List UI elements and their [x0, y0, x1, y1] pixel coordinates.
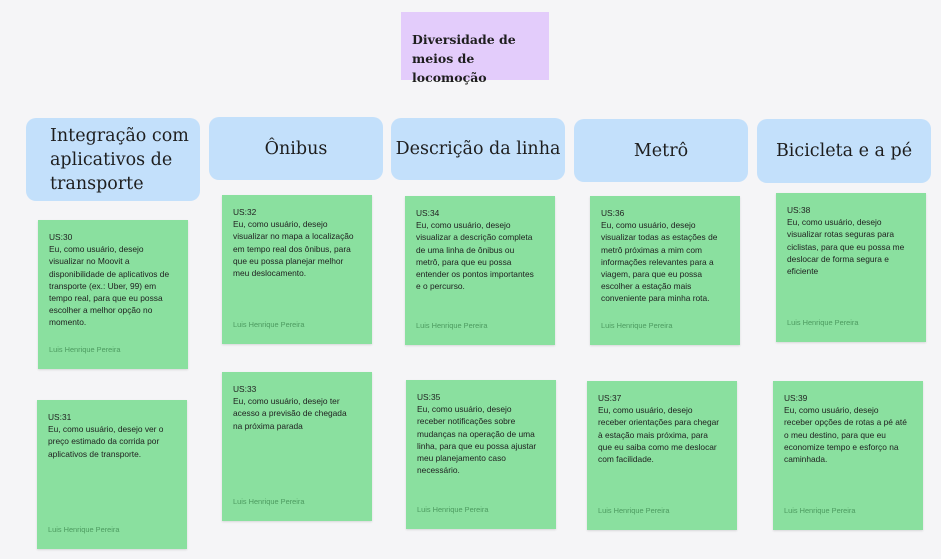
story-text: Eu, como usuário, desejo visualizar toda…: [601, 220, 718, 304]
column-header-label: Metrô: [633, 140, 689, 161]
story-id: US:33: [233, 384, 257, 394]
board-title: Diversidade de meios de locomoção: [412, 32, 516, 85]
story-id: US:34: [416, 208, 440, 218]
story-text: Eu, como usuário, desejo visualizar no m…: [233, 219, 354, 279]
column-header-metro[interactable]: Metrô: [574, 119, 748, 182]
sticky-note-us39[interactable]: US:39 Eu, como usuário, desejo receber o…: [773, 381, 923, 530]
column-header-onibus[interactable]: Ônibus: [209, 117, 383, 180]
sticky-note-us36[interactable]: US:36 Eu, como usuário, desejo visualiza…: [590, 196, 740, 345]
story-text: Eu, como usuário, desejo receber opções …: [784, 405, 907, 465]
column-header-label: Bicicleta e a pé: [775, 141, 913, 161]
story-text: Eu, como usuário, desejo visualizar a de…: [416, 220, 534, 292]
story-text: Eu, como usuário, desejo visualizar rota…: [787, 217, 905, 277]
column-header-label: Integração com aplicativos de transporte: [50, 125, 189, 194]
story-author: Luis Henrique Pereira: [233, 496, 305, 506]
board-title-note[interactable]: Diversidade de meios de locomoção: [401, 12, 549, 85]
column-header-label: Descrição da linha: [395, 139, 561, 159]
story-id: US:31: [48, 412, 72, 422]
column-header-bicicleta-pe[interactable]: Bicicleta e a pé: [757, 119, 931, 183]
story-id: US:37: [598, 393, 622, 403]
story-author: Luis Henrique Pereira: [784, 505, 856, 515]
sticky-note-us35[interactable]: US:35 Eu, como usuário, desejo receber n…: [406, 380, 556, 529]
story-text: Eu, como usuário, desejo ver o preço est…: [48, 424, 164, 459]
story-text: Eu, como usuário, desejo visualizar no M…: [49, 244, 170, 328]
sticky-note-us37[interactable]: US:37 Eu, como usuário, desejo receber o…: [587, 381, 737, 530]
story-id: US:35: [417, 392, 441, 402]
column-header-descricao-linha[interactable]: Descrição da linha: [391, 118, 565, 180]
sticky-note-us30[interactable]: US:30 Eu, como usuário, desejo visualiza…: [38, 220, 188, 369]
story-author: Luis Henrique Pereira: [787, 317, 859, 327]
story-id: US:30: [49, 232, 73, 242]
column-header-integracao[interactable]: Integração com aplicativos de transporte: [26, 118, 200, 201]
sticky-note-us33[interactable]: US:33 Eu, como usuário, desejo ter acess…: [222, 372, 372, 521]
story-author: Luis Henrique Pereira: [233, 319, 305, 329]
story-id: US:36: [601, 208, 625, 218]
story-id: US:38: [787, 205, 811, 215]
story-author: Luis Henrique Pereira: [48, 524, 120, 534]
story-text: Eu, como usuário, desejo receber orienta…: [598, 405, 720, 465]
sticky-note-us38[interactable]: US:38 Eu, como usuário, desejo visualiza…: [776, 193, 926, 342]
sticky-note-us34[interactable]: US:34 Eu, como usuário, desejo visualiza…: [405, 196, 555, 345]
story-author: Luis Henrique Pereira: [49, 344, 121, 354]
column-header-label: Ônibus: [264, 138, 328, 159]
story-author: Luis Henrique Pereira: [417, 504, 489, 514]
story-author: Luis Henrique Pereira: [598, 505, 670, 515]
story-text: Eu, como usuário, desejo ter acesso a pr…: [233, 396, 347, 431]
story-author: Luis Henrique Pereira: [416, 320, 488, 330]
sticky-note-us32[interactable]: US:32 Eu, como usuário, desejo visualiza…: [222, 195, 372, 344]
sticky-note-us31[interactable]: US:31 Eu, como usuário, desejo ver o pre…: [37, 400, 187, 549]
story-id: US:32: [233, 207, 257, 217]
story-id: US:39: [784, 393, 808, 403]
story-author: Luis Henrique Pereira: [601, 320, 673, 330]
story-text: Eu, como usuário, desejo receber notific…: [417, 404, 537, 476]
